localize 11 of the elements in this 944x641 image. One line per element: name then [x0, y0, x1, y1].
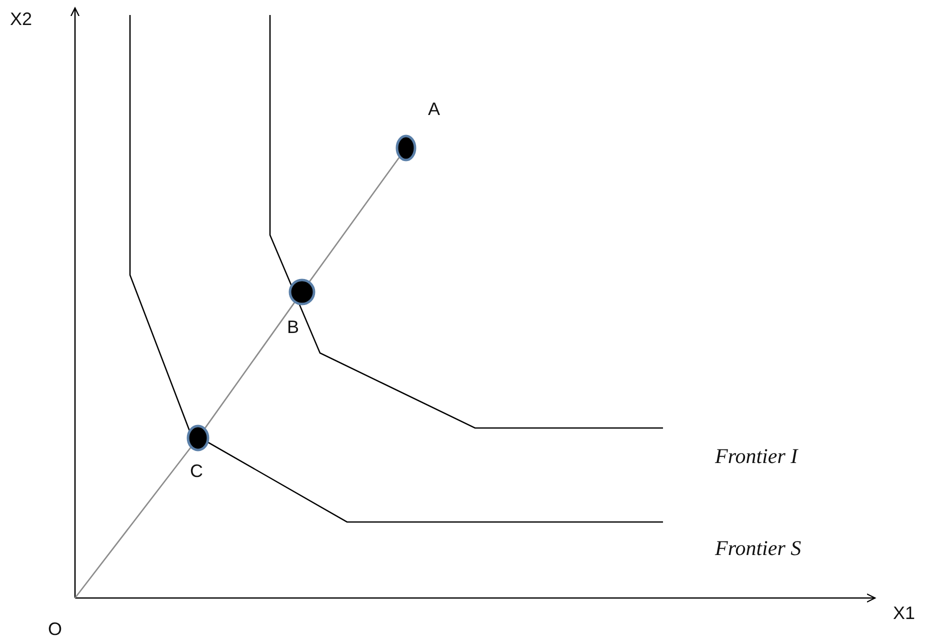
point-label: A	[428, 100, 440, 118]
axis-label: X1	[893, 604, 916, 622]
point-label: C	[190, 462, 203, 480]
frontier-label: Frontier S	[715, 538, 802, 559]
ray-line	[74, 447, 192, 598]
point-label: B	[287, 318, 300, 336]
ray-line	[309, 157, 400, 282]
origin-label: O	[48, 619, 62, 639]
frontier-label: Frontier I	[715, 446, 798, 467]
axis-label: X2	[10, 10, 32, 28]
ray-line	[204, 302, 296, 428]
